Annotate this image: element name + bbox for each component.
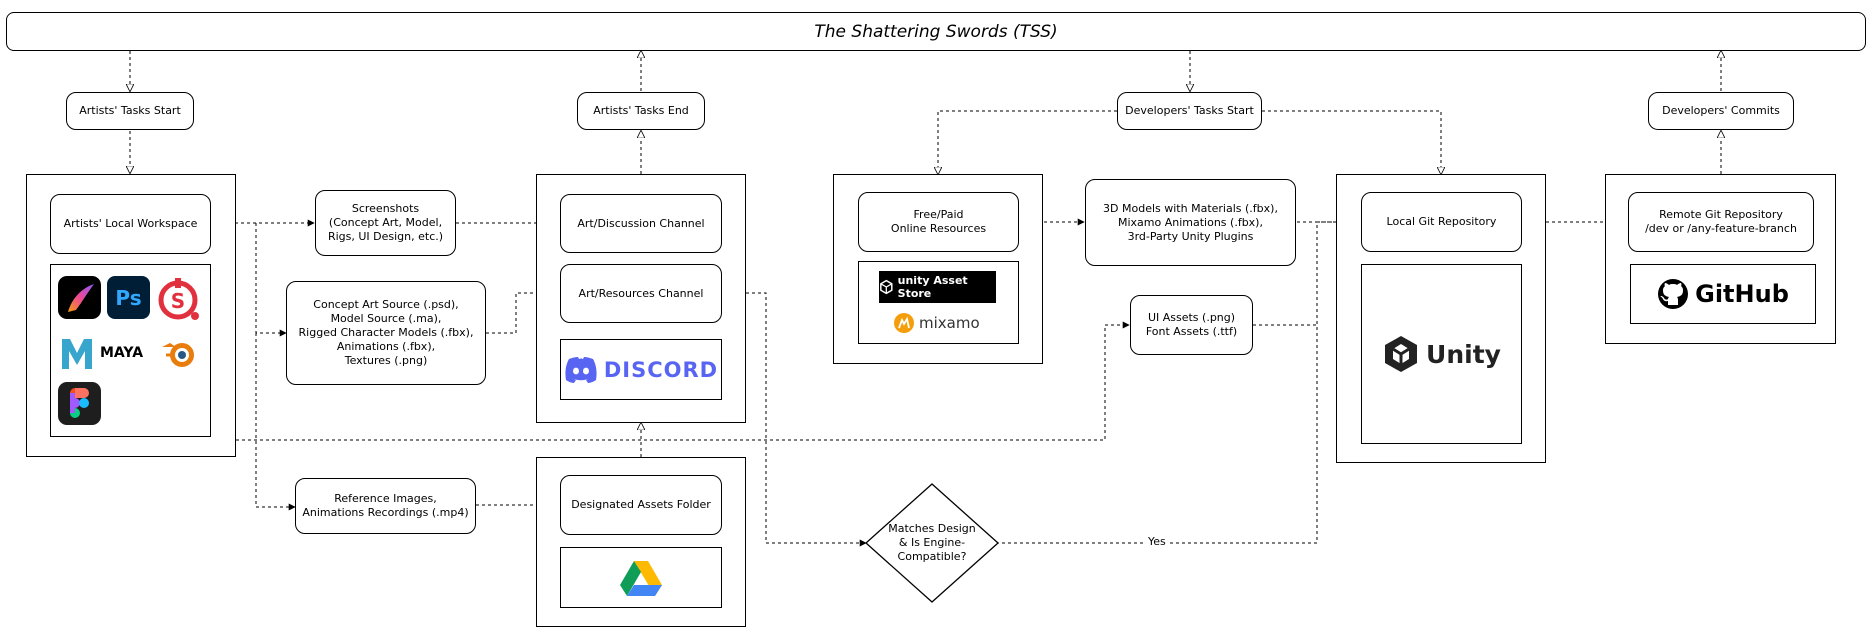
online-resources-node: Free/Paid Online Resources [858,192,1019,252]
edge-dev-start-online [938,110,1117,174]
edge-label-yes: Yes [1146,535,1168,548]
substance-painter-icon: S [156,276,202,322]
reference-images-node: Reference Images, Animations Recordings … [295,478,476,534]
mixamo-logo: mixamo [893,311,993,335]
unity-icon [1385,336,1418,372]
edge-workspace-sources [255,223,287,337]
github-logo-panel: GitHub [1630,264,1816,324]
edge-workspace-reference [255,333,296,511]
edge-dev-start-local-git [1262,110,1441,174]
google-drive-icon [620,560,662,596]
discord-logo-panel: DISCORD [560,339,722,400]
sources-node: Concept Art Source (.psd), Model Source … [286,281,486,385]
ui-assets-node: UI Assets (.png) Font Assets (.ttf) [1130,295,1253,355]
artists-tasks-end: Artists' Tasks End [577,92,705,130]
art-discussion-channel: Art/Discussion Channel [560,194,722,253]
blender-icon [160,335,200,371]
unity-cube-icon [880,279,893,295]
models-materials-node: 3D Models with Materials (.fbx), Mixamo … [1085,179,1296,266]
photoshop-icon: Ps [107,276,150,319]
edge-workspace-ui-assets [236,321,1130,441]
remote-git-repository: Remote Git Repository /dev or /any-featu… [1628,192,1814,252]
figma-icon [58,382,101,425]
mixamo-icon [894,313,914,333]
github-wordmark: GitHub [1695,280,1789,308]
procreate-icon [58,276,101,319]
artists-local-workspace: Artists' Local Workspace [50,194,211,254]
decision-diamond [865,483,999,603]
art-resources-channel: Art/Resources Channel [560,264,722,323]
designated-assets-folder: Designated Assets Folder [560,475,722,535]
discord-wordmark: DISCORD [603,357,719,382]
developers-commits: Developers' Commits [1648,92,1794,130]
svg-text:S: S [171,289,185,313]
developers-tasks-start: Developers' Tasks Start [1117,92,1262,130]
maya-m-icon [60,335,94,371]
edge-resources-decision [722,292,867,547]
discord-icon [565,356,597,383]
unity-asset-store-logo: unity Asset Store [879,271,996,303]
decision-label: Matches Design & Is Engine- Compatible? [888,522,976,563]
unity-asset-store-label: unity Asset Store [897,274,968,300]
maya-wordmark: MAYA [100,345,144,361]
local-git-repository: Local Git Repository [1361,192,1522,252]
edge-decision-local-git [996,218,1362,544]
artists-tasks-start: Artists' Tasks Start [66,92,194,130]
unity-logo-panel: Unity [1361,264,1522,444]
mixamo-wordmark: mixamo [919,314,980,332]
drive-logo-panel [560,547,722,608]
unity-wordmark: Unity [1426,339,1501,369]
github-icon [1658,279,1689,309]
diagram-title: The Shattering Swords (TSS) [6,12,1866,51]
screenshots-node: Screenshots (Concept Art, Model, Rigs, U… [315,190,456,256]
